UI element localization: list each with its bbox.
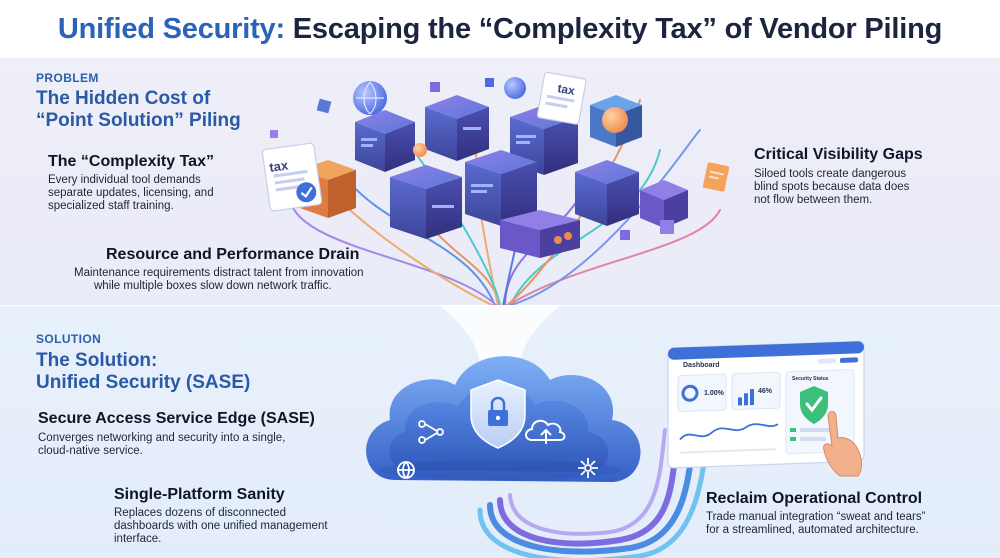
problem-kicker: PROBLEM (36, 71, 99, 85)
solution-title-line1: The Solution: (36, 350, 158, 371)
solution-title-line2: Unified Security (SASE) (36, 372, 251, 393)
header: Unified Security: Escaping the “Complexi… (0, 0, 1000, 58)
upload-cloud-icon (525, 419, 566, 444)
solution-panel: Dashboard 1.00% 46% Security Status SOLU… (0, 306, 1000, 558)
hub-icon (578, 458, 598, 478)
appliance-stack (300, 95, 688, 258)
single-platform-text: Replaces dozens of disconnected dashboar… (114, 507, 328, 545)
network-icon (418, 420, 444, 444)
complexity-tax-text: Every individual tool demands separate u… (48, 174, 214, 212)
problem-title-line2: “Point Solution” Piling (36, 110, 241, 131)
tax-document-icon (261, 142, 323, 212)
solution-title: The Solution: Unified Security (SASE) (36, 350, 250, 394)
globe-icon (397, 461, 415, 479)
hand-pointer-icon (823, 411, 863, 477)
tax-document-icon (536, 71, 587, 125)
complexity-tax-title: The “Complexity Tax” (48, 153, 214, 170)
shield-lock-icon (470, 379, 526, 449)
title-main: Escaping the “Complexity Tax” of Vendor … (292, 12, 943, 45)
visibility-gaps-title: Critical Visibility Gaps (754, 146, 923, 163)
solution-illustration (366, 306, 865, 558)
problem-title: The Hidden Cost of “Point Solution” Pili… (36, 88, 241, 132)
problem-panel: tax tax PROBLEM The Hidden Cost of “Poin… (0, 58, 1000, 306)
solution-kicker: SOLUTION (36, 332, 102, 346)
sase-title: Secure Access Service Edge (SASE) (38, 410, 315, 427)
visibility-gaps-text: Siloed tools create dangerous blind spot… (754, 168, 910, 206)
operational-control-title: Reclaim Operational Control (706, 490, 923, 507)
sase-text: Converges networking and security into a… (38, 432, 286, 457)
checkmark-shield-icon (800, 386, 828, 424)
tax-label-left: tax (268, 157, 289, 175)
problem-illustration: tax tax (261, 71, 730, 306)
page-title: Unified Security: Escaping the “Complexi… (58, 13, 942, 46)
single-platform-title: Single-Platform Sanity (114, 486, 285, 503)
dashboard-stat-1: 1.00% (704, 390, 724, 397)
tax-label-top: tax (556, 81, 576, 98)
operational-control-text: Trade manual integration “sweat and tear… (706, 511, 926, 536)
problem-title-line1: The Hidden Cost of (36, 88, 211, 109)
dashboard-status-label: Security Status (792, 376, 829, 382)
title-accent: Unified Security: (57, 12, 285, 45)
resource-drain-title: Resource and Performance Drain (106, 246, 360, 263)
dashboard-title: Dashboard (683, 362, 720, 369)
dashboard-stat-2: 46% (758, 388, 773, 395)
resource-drain-text: Maintenance requirements distract talent… (74, 267, 364, 292)
